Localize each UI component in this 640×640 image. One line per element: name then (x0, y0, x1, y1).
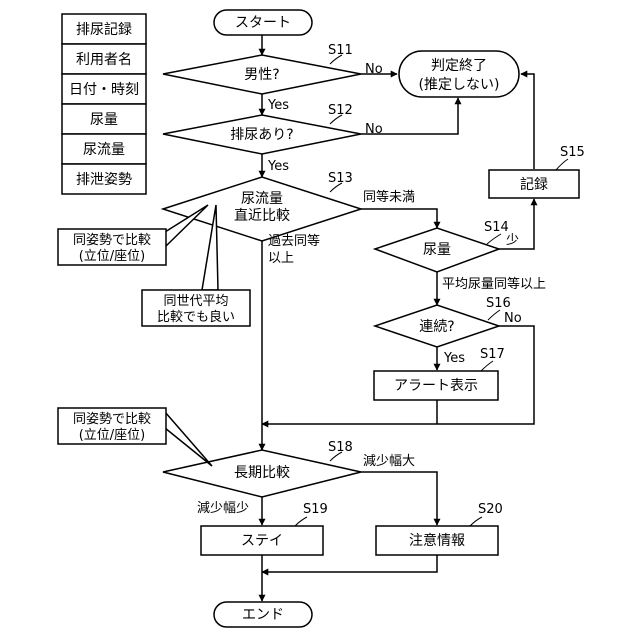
step-leader (488, 310, 500, 320)
label-s14-down: 平均尿量同等以上 (442, 276, 546, 292)
label-s18-right: 減少幅大 (363, 453, 415, 469)
step-id-s12: S12 (328, 103, 353, 118)
step-id-s19: S19 (303, 502, 328, 517)
step-id-s16: S16 (486, 296, 511, 311)
step-id-s20: S20 (478, 502, 503, 517)
note-c-line2: (立位/座位) (79, 428, 146, 443)
arrow-s18-s20 (361, 472, 437, 525)
note-b-line2: 比較でも良い (157, 309, 235, 325)
label-s13-down-2: 以上 (268, 251, 294, 266)
record-item-urine-volume: 尿量 (90, 112, 118, 128)
decision-s13-line2: 直近比較 (234, 207, 290, 224)
arrow-s13-s14 (361, 209, 437, 228)
annotation-note-c: 同姿勢で比較 (立位/座位) (58, 408, 212, 466)
process-s17-text: アラート表示 (394, 378, 478, 394)
record-item-posture: 排泄姿勢 (76, 172, 132, 188)
callout-pointer (165, 412, 212, 466)
process-s20-text: 注意情報 (409, 532, 465, 549)
decision-s18-text: 長期比較 (234, 465, 290, 481)
decision-s16-text: 連続? (419, 318, 454, 335)
start-label: スタート (235, 15, 291, 31)
decision-s14-text: 尿量 (423, 242, 451, 258)
judgment-end-line2: (推定しない) (419, 77, 500, 93)
step-leader (487, 234, 501, 244)
judgment-end-line1: 判定終了 (431, 58, 487, 74)
record-item-user-name: 利用者名 (76, 52, 132, 68)
step-id-s13: S13 (328, 171, 353, 186)
note-b-line1: 同世代平均 (163, 294, 228, 309)
label-s18-left: 減少幅少 (197, 500, 249, 516)
end-label: エンド (242, 607, 284, 623)
step-id-s17: S17 (480, 347, 505, 362)
record-item-urine-flow: 尿流量 (83, 142, 125, 158)
label-s16-yes: Yes (443, 351, 465, 366)
record-item-datetime: 日付・時刻 (69, 82, 139, 98)
record-item-urination-record: 排尿記録 (76, 21, 132, 38)
step-id-s18: S18 (328, 440, 353, 455)
process-s15-text: 記録 (520, 176, 548, 193)
note-c-line1: 同姿勢で比較 (73, 411, 151, 427)
label-s13-right: 同等未満 (363, 189, 415, 205)
record-items-list: 排尿記録 利用者名 日付・時刻 尿量 尿流量 排泄姿勢 (62, 14, 146, 194)
note-a-line2: (立位/座位) (79, 249, 146, 264)
step-id-s15: S15 (560, 145, 585, 160)
label-s11-yes: Yes (267, 98, 289, 113)
decision-s12-text: 排尿あり? (230, 127, 293, 143)
note-a-line1: 同姿勢で比較 (73, 232, 151, 248)
step-id-s11: S11 (328, 43, 353, 58)
label-s11-no: No (365, 62, 383, 77)
step-leader (556, 159, 568, 170)
label-s12-yes: Yes (267, 159, 289, 174)
label-s14-small: 少 (506, 233, 519, 248)
label-s13-down-1: 過去同等 (268, 233, 320, 249)
decision-s11-text: 男性? (244, 67, 279, 83)
process-s19-text: ステイ (241, 533, 283, 549)
step-leader (481, 361, 493, 371)
decision-s13-line1: 尿流量 (241, 191, 283, 207)
arrow-s15-terminal (521, 74, 534, 169)
label-s12-no: No (365, 122, 383, 137)
step-leader (470, 517, 482, 526)
label-s16-no: No (504, 311, 522, 326)
arrow-s20-merge (262, 555, 437, 572)
step-leader (295, 517, 307, 526)
